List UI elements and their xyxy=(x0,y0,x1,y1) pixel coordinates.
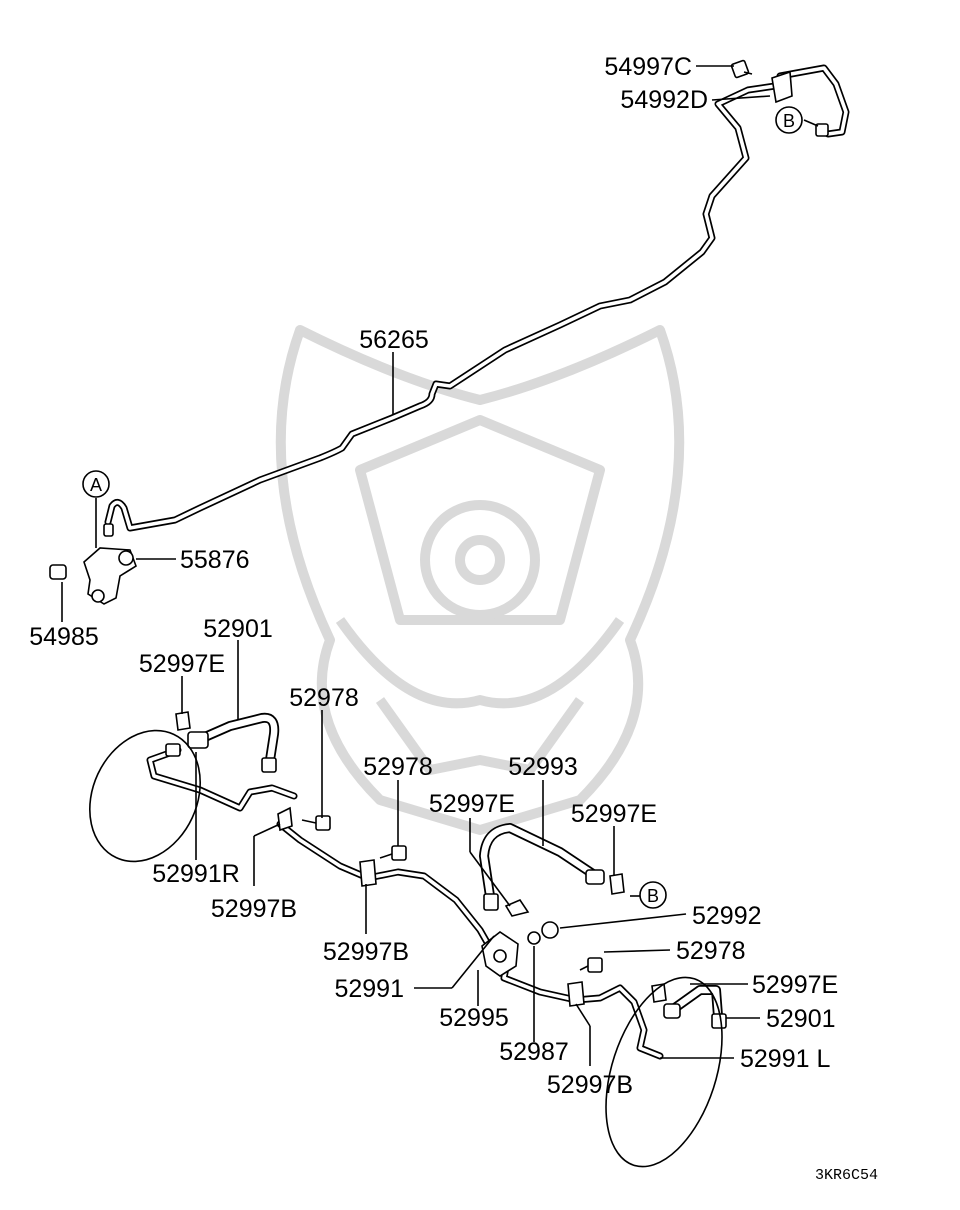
bolt-52978-mid xyxy=(379,845,407,861)
callout-b-lower: B xyxy=(639,881,667,909)
nut-52992 xyxy=(541,921,559,939)
label-52978-c: 52978 xyxy=(676,937,746,965)
label-52997B-left: 52997B xyxy=(211,895,297,923)
wheel-outline-right xyxy=(605,976,723,1168)
label-52992: 52992 xyxy=(692,902,762,930)
svg-text:A: A xyxy=(90,475,102,495)
flare-nut-b-end xyxy=(815,123,829,137)
proportioning-valve-52995 xyxy=(481,931,519,977)
label-52995: 52995 xyxy=(439,1004,509,1032)
svg-text:B: B xyxy=(783,111,795,131)
callout-b-top: B xyxy=(775,106,803,134)
leader-lines xyxy=(61,65,819,1066)
plug-54985 xyxy=(49,564,67,580)
label-52997B-mid: 52997B xyxy=(323,938,409,966)
bracket-52997B-left xyxy=(277,806,293,832)
label-52991: 52991 xyxy=(334,975,404,1003)
label-52987: 52987 xyxy=(499,1038,569,1066)
label-55876: 55876 xyxy=(180,546,250,574)
label-52997E-left: 52997E xyxy=(139,650,225,678)
label-52997B-right: 52997B xyxy=(547,1071,633,1099)
pipe-52991L xyxy=(500,952,664,1060)
clip-52997E-left xyxy=(175,711,191,731)
label-54997C: 54997C xyxy=(604,53,692,81)
label-52901-lower: 52901 xyxy=(766,1005,836,1033)
clip-52997E-right xyxy=(609,873,625,895)
clip-52997E-lower xyxy=(651,983,667,1003)
pipe-52991R xyxy=(146,743,298,812)
bolt-54997C xyxy=(730,59,753,79)
watermark-emblem xyxy=(275,325,685,835)
bracket-52997B-mid xyxy=(359,859,377,887)
hose-52993 xyxy=(479,823,605,911)
bracket-54992D xyxy=(771,70,793,104)
label-52997E-right: 52997E xyxy=(571,800,657,828)
bracket-52997B-right xyxy=(567,981,585,1007)
wheel-outline-left xyxy=(89,729,201,863)
clip-52997E-mid xyxy=(504,899,530,917)
label-52978-b: 52978 xyxy=(363,753,433,781)
bolt-52978-left xyxy=(301,815,331,831)
hose-52901-right xyxy=(663,985,727,1029)
label-52978-a: 52978 xyxy=(289,684,359,712)
label-56265: 56265 xyxy=(359,326,429,354)
callout-a: A xyxy=(82,470,110,498)
washer-52987 xyxy=(527,931,541,945)
three-way-union-55876 xyxy=(83,523,137,605)
label-52997E-mid: 52997E xyxy=(429,790,515,818)
svg-text:B: B xyxy=(647,886,659,906)
pipe-to-proportioning-valve xyxy=(276,820,500,962)
diagram-code: 3KR6C54 xyxy=(815,1167,878,1184)
label-54992D: 54992D xyxy=(620,86,708,114)
label-52991R: 52991R xyxy=(152,860,240,888)
brake-line-56265 xyxy=(104,64,850,532)
label-52901-top: 52901 xyxy=(203,615,273,643)
label-52997E-lower: 52997E xyxy=(752,971,838,999)
bolt-52978-right xyxy=(579,957,603,973)
hose-52901-left xyxy=(187,712,280,773)
label-52993: 52993 xyxy=(508,753,578,781)
label-52991L: 52991 L xyxy=(740,1045,830,1073)
label-54985: 54985 xyxy=(29,623,99,651)
